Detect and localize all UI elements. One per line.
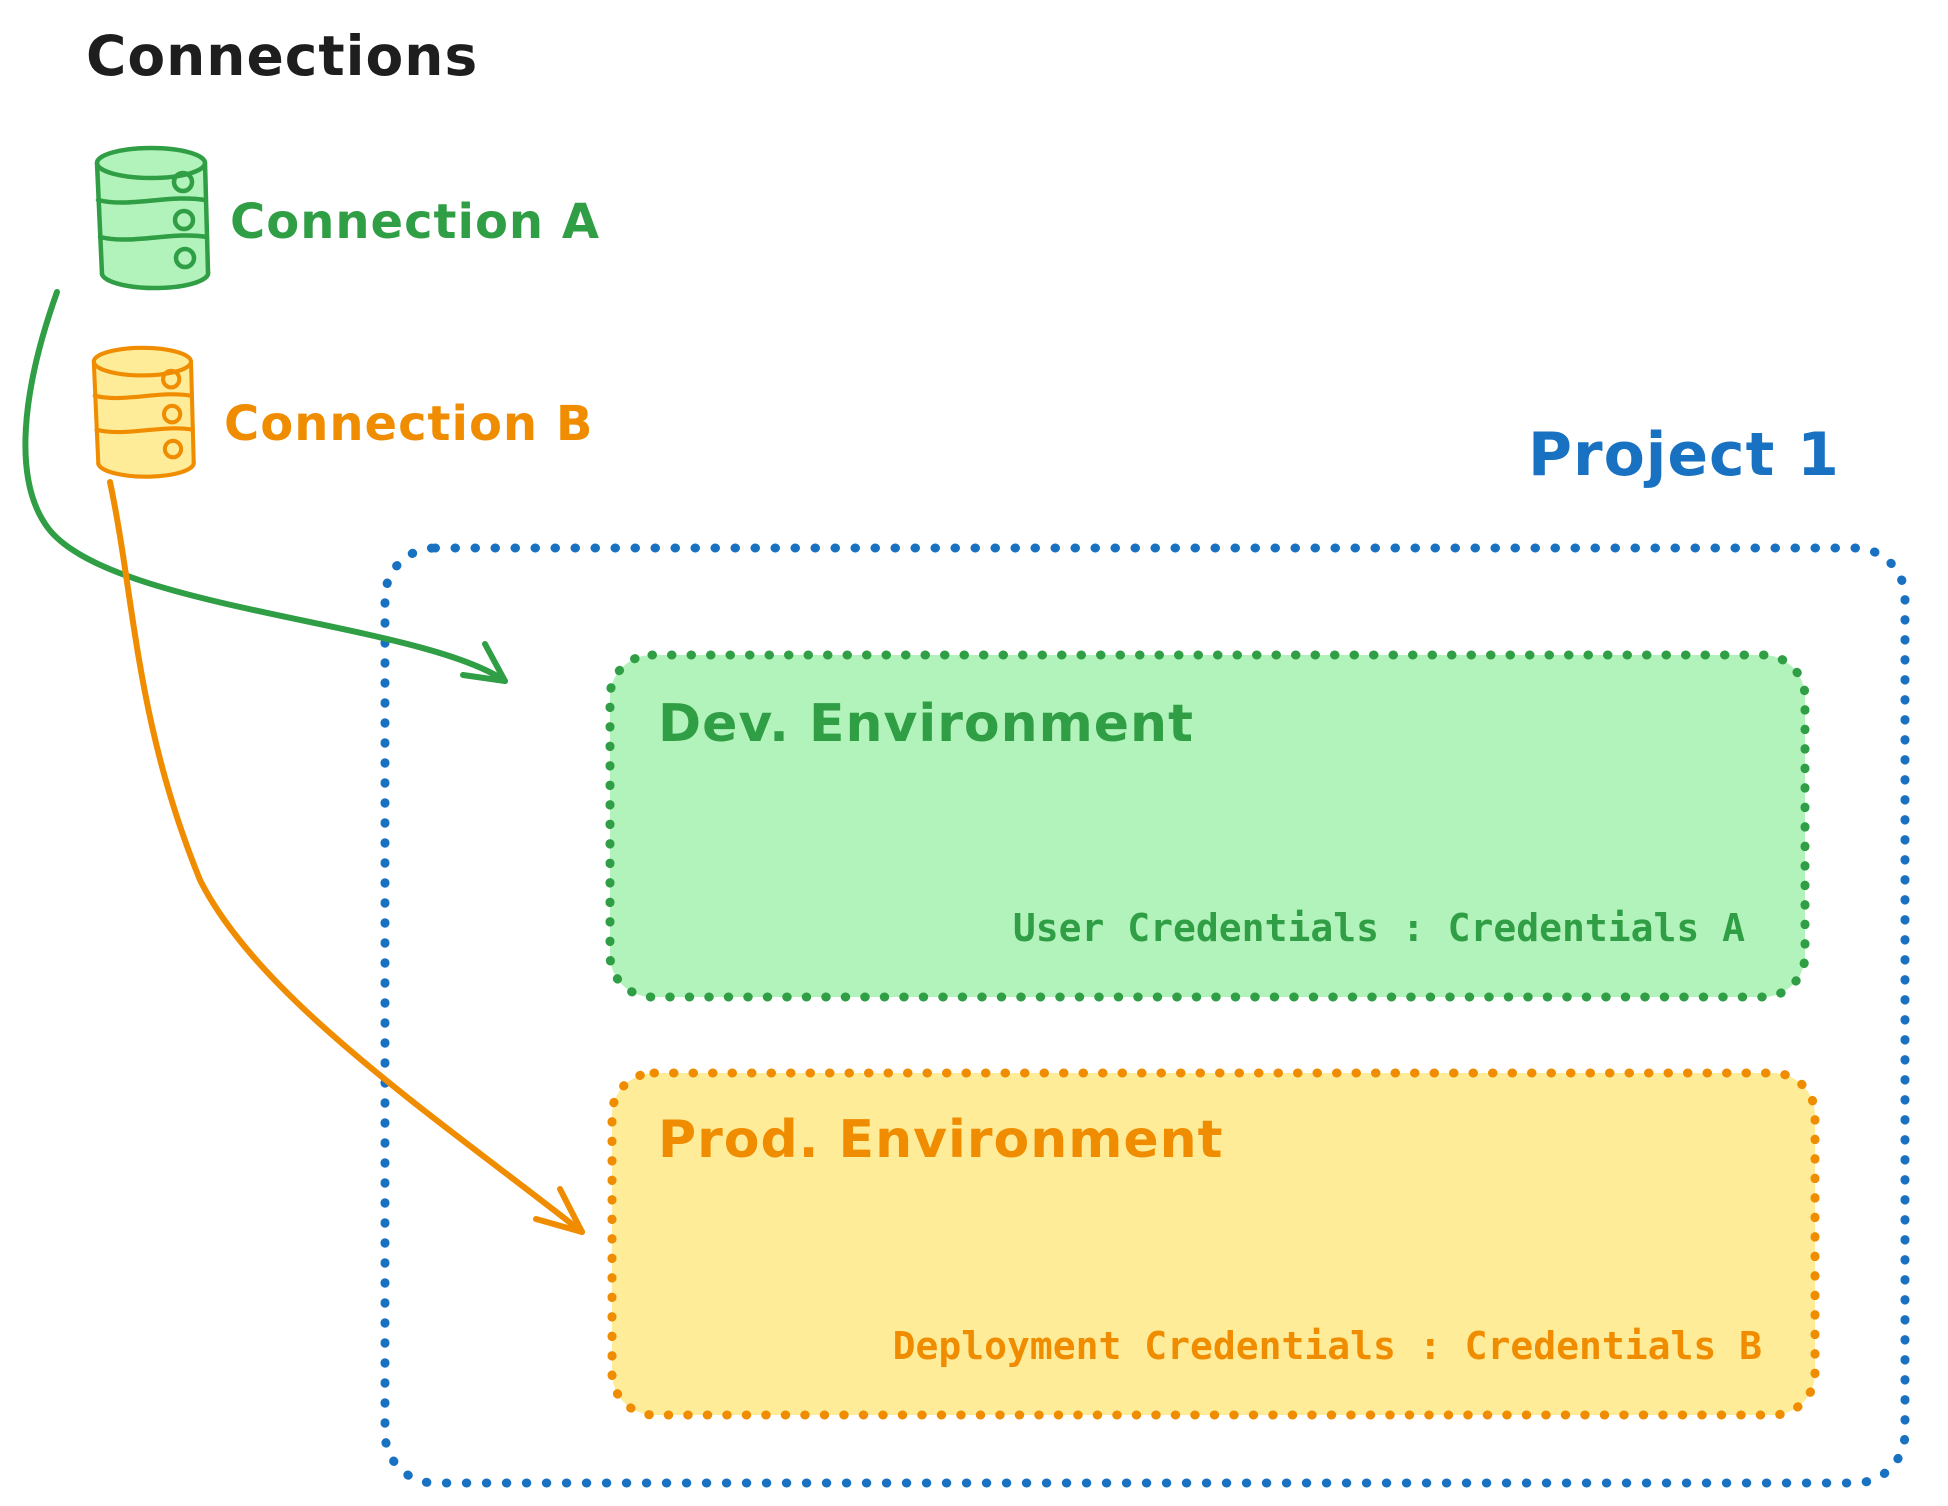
prod-environment-box — [607, 1068, 1820, 1420]
connections-title: Connections — [86, 24, 479, 88]
prod-environment-credentials: Deployment Credentials : Credentials B — [892, 1324, 1762, 1368]
dev-environment-credentials: User Credentials : Credentials A — [1012, 906, 1745, 950]
connection-b-arrow — [107, 479, 585, 1235]
connection-b-label: Connection B — [224, 396, 594, 452]
project-box — [380, 543, 1910, 1488]
dev-environment-title: Dev. Environment — [658, 694, 1194, 754]
connection-a-arrow — [22, 289, 508, 684]
database-icon-connection-b — [91, 345, 196, 479]
dev-environment-box — [605, 650, 1810, 1002]
database-icon-connection-a — [94, 145, 211, 291]
connection-a-label: Connection A — [230, 194, 600, 250]
prod-environment-title: Prod. Environment — [658, 1110, 1224, 1170]
project-title: Project 1 — [1528, 420, 1840, 490]
